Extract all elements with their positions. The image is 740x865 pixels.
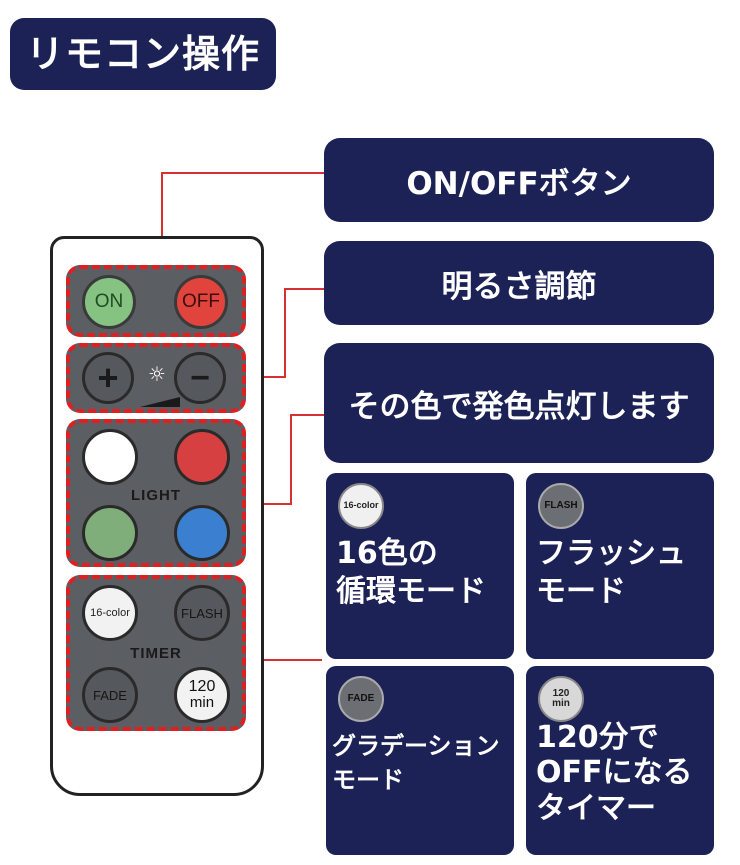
timer-120min-button[interactable]: 120 min	[174, 667, 230, 723]
mode-flash-line1: フラッシュ	[536, 536, 686, 571]
brightness-label: 明るさ調節	[324, 241, 714, 325]
leader-line-brightness	[244, 376, 284, 378]
mode-timer: 120 min 120分で OFFになる タイマー	[526, 666, 714, 855]
blue-color-button[interactable]	[174, 505, 230, 561]
16color-mini-button-icon: 16-color	[338, 483, 384, 529]
16color-mini-label: 16-color	[343, 500, 379, 511]
mode-flash-line2: モード	[536, 573, 626, 609]
mode-16color: 16-color 16色の 循環モード	[326, 473, 514, 659]
light-group: LIGHT	[66, 419, 246, 567]
off-button-label: OFF	[182, 291, 220, 312]
leader-line-color-v	[290, 414, 292, 505]
flash-mini-button-icon: FLASH	[538, 483, 584, 529]
color-label-text: その色で発色点灯します	[348, 388, 690, 425]
leader-line-brightness-v	[284, 288, 286, 378]
on-button-label: ON	[94, 291, 124, 312]
brightness-group: + ☼ −	[66, 343, 246, 413]
mode-flash: FLASH フラッシュ モード	[526, 473, 714, 659]
timer-button-line1: 120	[188, 678, 216, 696]
fade-mini-label: FADE	[347, 692, 375, 704]
mode-timer-line2: OFFになる	[536, 755, 693, 791]
leader-line-timer	[248, 659, 322, 661]
mode-timer-line3: タイマー	[536, 790, 656, 826]
plus-icon: +	[97, 357, 119, 398]
mode-fade: FADE グラデーション モード	[326, 666, 514, 855]
fade-mini-button-icon: FADE	[338, 676, 384, 722]
red-color-button[interactable]	[174, 429, 230, 485]
flash-button-label: FLASH	[181, 605, 223, 621]
timer-mini-line2: min	[552, 698, 570, 709]
timer-mini-button-icon: 120 min	[538, 676, 584, 722]
mode-16color-line1: 16色の	[336, 536, 438, 571]
light-label: LIGHT	[131, 487, 181, 504]
flash-button[interactable]: FLASH	[174, 585, 230, 641]
on-button[interactable]: ON	[82, 275, 136, 329]
onoff-group: ON OFF	[66, 265, 246, 337]
brightness-down-button[interactable]: −	[174, 352, 226, 404]
timer-group: 16-color FLASH TIMER FADE 120 min	[66, 575, 246, 731]
mode-fade-line2: モード	[332, 765, 404, 794]
timer-button-line2: min	[189, 694, 215, 712]
leader-line-onoff	[161, 172, 163, 256]
off-button[interactable]: OFF	[174, 275, 228, 329]
leader-line-color-h	[290, 414, 326, 416]
leader-line-brightness-h	[284, 288, 326, 290]
onoff-label-text: ON/OFFボタン	[406, 165, 632, 202]
mode-fade-line1: グラデーション	[332, 732, 500, 760]
onoff-label: ON/OFFボタン	[324, 138, 714, 222]
sun-icon: ☼	[148, 362, 166, 386]
remote-control: ON OFF + ☼ − LIGHT 16-color FLASH TIMER	[50, 236, 264, 796]
leader-line-onoff-h	[161, 172, 325, 174]
timer-mini-line1: 120	[552, 687, 570, 699]
fade-button-label: FADE	[93, 687, 127, 703]
green-color-button[interactable]	[82, 505, 138, 561]
brightness-label-text: 明るさ調節	[441, 268, 597, 305]
page-title: リモコン操作	[10, 18, 276, 90]
minus-icon: −	[190, 359, 210, 397]
flash-mini-label: FLASH	[544, 499, 578, 511]
mode-16color-line2: 循環モード	[336, 573, 486, 609]
16color-button-label: 16-color	[90, 607, 130, 619]
color-label: その色で発色点灯します	[324, 343, 714, 463]
fade-button[interactable]: FADE	[82, 667, 138, 723]
timer-label: TIMER	[130, 645, 182, 662]
brightness-up-button[interactable]: +	[82, 352, 134, 404]
white-color-button[interactable]	[82, 429, 138, 485]
16color-button[interactable]: 16-color	[82, 585, 138, 641]
mode-timer-line1: 120分で	[536, 720, 659, 755]
leader-line-color	[244, 503, 292, 505]
brightness-ramp-icon	[140, 397, 180, 407]
